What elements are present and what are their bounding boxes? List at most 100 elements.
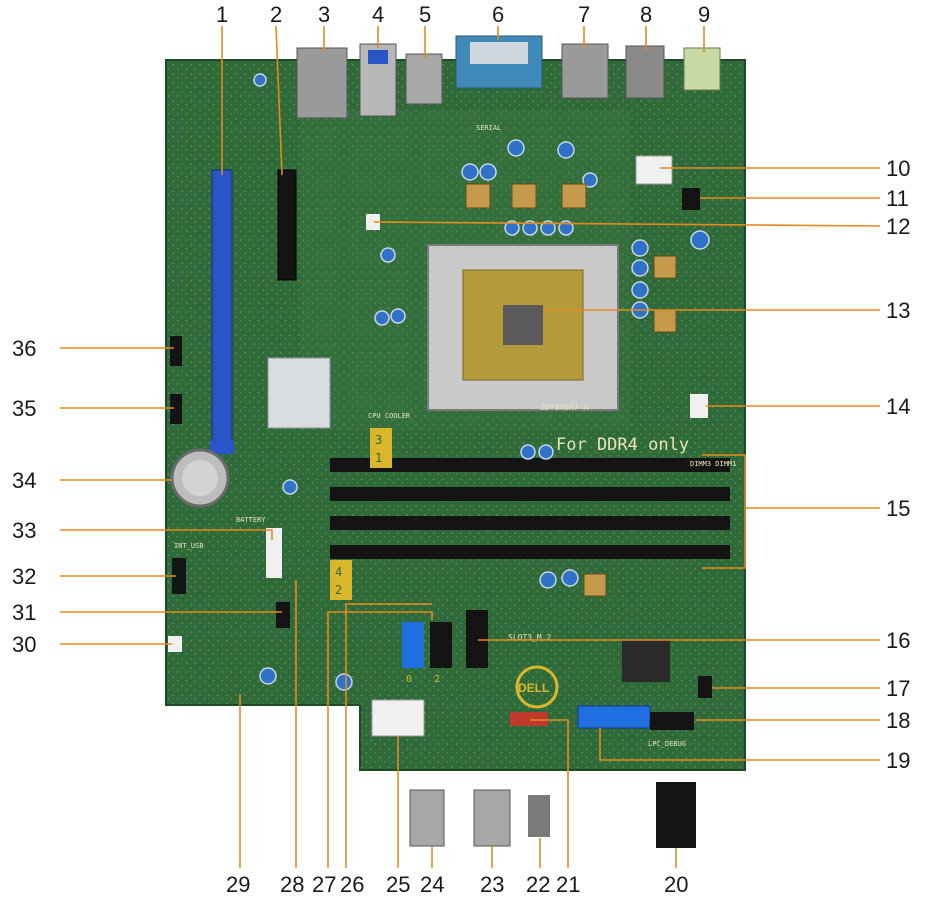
red-header xyxy=(510,712,548,726)
slot-marker-42 xyxy=(330,560,352,600)
int-usb-label: INT_USB xyxy=(174,542,204,550)
rear-ethernet-port xyxy=(296,47,348,119)
callout-28: 28 xyxy=(280,872,304,897)
dell-logo-text: DELL xyxy=(518,681,549,695)
callout-21: 21 xyxy=(556,872,580,897)
callout-32: 32 xyxy=(12,564,36,589)
dimm-slot-2 xyxy=(330,487,730,501)
dimm-slot-4 xyxy=(330,545,730,559)
rear-usb2-port xyxy=(405,53,443,105)
dimm-label: DIMM3 DIMM1 xyxy=(690,460,736,468)
callout-5: 5 xyxy=(419,2,431,27)
cpu-cooler-label: CPU COOLER xyxy=(368,412,411,420)
callout-36: 36 xyxy=(12,336,36,361)
callout-4: 4 xyxy=(372,2,384,27)
callout-9: 9 xyxy=(698,2,710,27)
header-17 xyxy=(698,676,712,698)
slot-marker-31 xyxy=(370,428,392,468)
header-12 xyxy=(366,214,380,230)
chipset-heatsink xyxy=(267,357,331,429)
atx-power-connector xyxy=(371,699,425,737)
callout-2: 2 xyxy=(270,2,282,27)
capacitor-group xyxy=(253,73,710,691)
rear-hdmi-port xyxy=(625,45,665,99)
callout-24: 24 xyxy=(420,872,444,897)
lpc-debug-header xyxy=(650,712,694,730)
header-35 xyxy=(170,394,182,424)
dimm-slot-1 xyxy=(330,458,730,472)
callout-numbers: 1 2 3 4 5 6 7 8 9 10 11 12 13 14 15 16 1… xyxy=(12,2,910,897)
sata-0-label: 0 xyxy=(406,674,412,685)
callout-13: 13 xyxy=(886,298,910,323)
callout-22: 22 xyxy=(526,872,550,897)
callout-14: 14 xyxy=(886,394,910,419)
rear-audio-port xyxy=(683,47,721,91)
callout-30: 30 xyxy=(12,632,36,657)
callout-35: 35 xyxy=(12,396,36,421)
callout-29: 29 xyxy=(226,872,250,897)
dimm-slot-3 xyxy=(330,516,730,530)
cpu-socket-center xyxy=(503,305,543,345)
header-11 xyxy=(682,188,700,210)
callout-18: 18 xyxy=(886,708,910,733)
inductor-group xyxy=(465,183,677,597)
sata-connector-0 xyxy=(402,622,424,668)
header-30 xyxy=(168,636,182,652)
m2-slot xyxy=(466,610,488,668)
callout-17: 17 xyxy=(886,676,910,701)
rear-usb3-port-insert xyxy=(368,50,388,64)
pcie-x4-slot xyxy=(277,169,297,281)
leader-lines xyxy=(60,25,881,868)
sata-2-label: 2 xyxy=(434,674,440,685)
slot-marker-1: 1 xyxy=(375,451,382,465)
front-usb-port-23 xyxy=(473,789,511,847)
slot-marker-4: 4 xyxy=(335,565,342,579)
callout-11: 11 xyxy=(886,186,909,211)
front-audio-port-22 xyxy=(528,795,550,837)
pch-chip xyxy=(622,640,670,682)
power-switch-20 xyxy=(656,782,696,848)
slot-marker-2: 2 xyxy=(335,583,342,597)
cpu-power-connector xyxy=(635,155,673,185)
serial-label: SERIAL xyxy=(476,124,501,132)
callout-26: 26 xyxy=(340,872,364,897)
lpc-debug-label: LPC_DEBUG xyxy=(648,740,686,748)
callout-25: 25 xyxy=(386,872,410,897)
pcie-x16-slot-latch xyxy=(210,440,234,454)
rear-displayport xyxy=(561,43,609,99)
header-32 xyxy=(172,558,186,594)
header-31 xyxy=(276,602,290,628)
callout-27: 27 xyxy=(312,872,336,897)
battery-label: BATTERY xyxy=(236,516,266,524)
callout-10: 10 xyxy=(886,156,910,181)
slot3-m2-label: SLOT3_M.2 xyxy=(508,633,552,642)
callout-19: 19 xyxy=(886,748,910,773)
callout-20: 20 xyxy=(664,872,688,897)
callout-1: 1 xyxy=(216,2,228,27)
coin-cell-battery-inner xyxy=(182,460,218,496)
callout-31: 31 xyxy=(12,600,36,625)
callout-15: 15 xyxy=(886,496,910,521)
callout-12: 12 xyxy=(886,214,910,239)
sata-connector-2 xyxy=(430,622,452,668)
callout-8: 8 xyxy=(640,2,652,27)
callout-3: 3 xyxy=(318,2,330,27)
header-14 xyxy=(690,394,708,418)
rear-serial-port-face xyxy=(470,42,528,64)
callout-34: 34 xyxy=(12,468,36,493)
callout-16: 16 xyxy=(886,628,910,653)
part-number-label: ZDT8X0X7-A xyxy=(540,403,588,412)
front-usb-port-24 xyxy=(409,789,445,847)
callout-23: 23 xyxy=(480,872,504,897)
header-33 xyxy=(266,528,282,578)
callout-33: 33 xyxy=(12,518,36,543)
header-36 xyxy=(170,336,182,366)
slot-marker-3: 3 xyxy=(375,433,382,447)
internal-usb3-header xyxy=(577,705,651,729)
ddr4-note: For DDR4 only xyxy=(556,435,689,455)
callout-7: 7 xyxy=(578,2,590,27)
pcie-x16-slot xyxy=(211,169,233,446)
callout-6: 6 xyxy=(492,2,504,27)
dell-logo xyxy=(515,665,559,709)
